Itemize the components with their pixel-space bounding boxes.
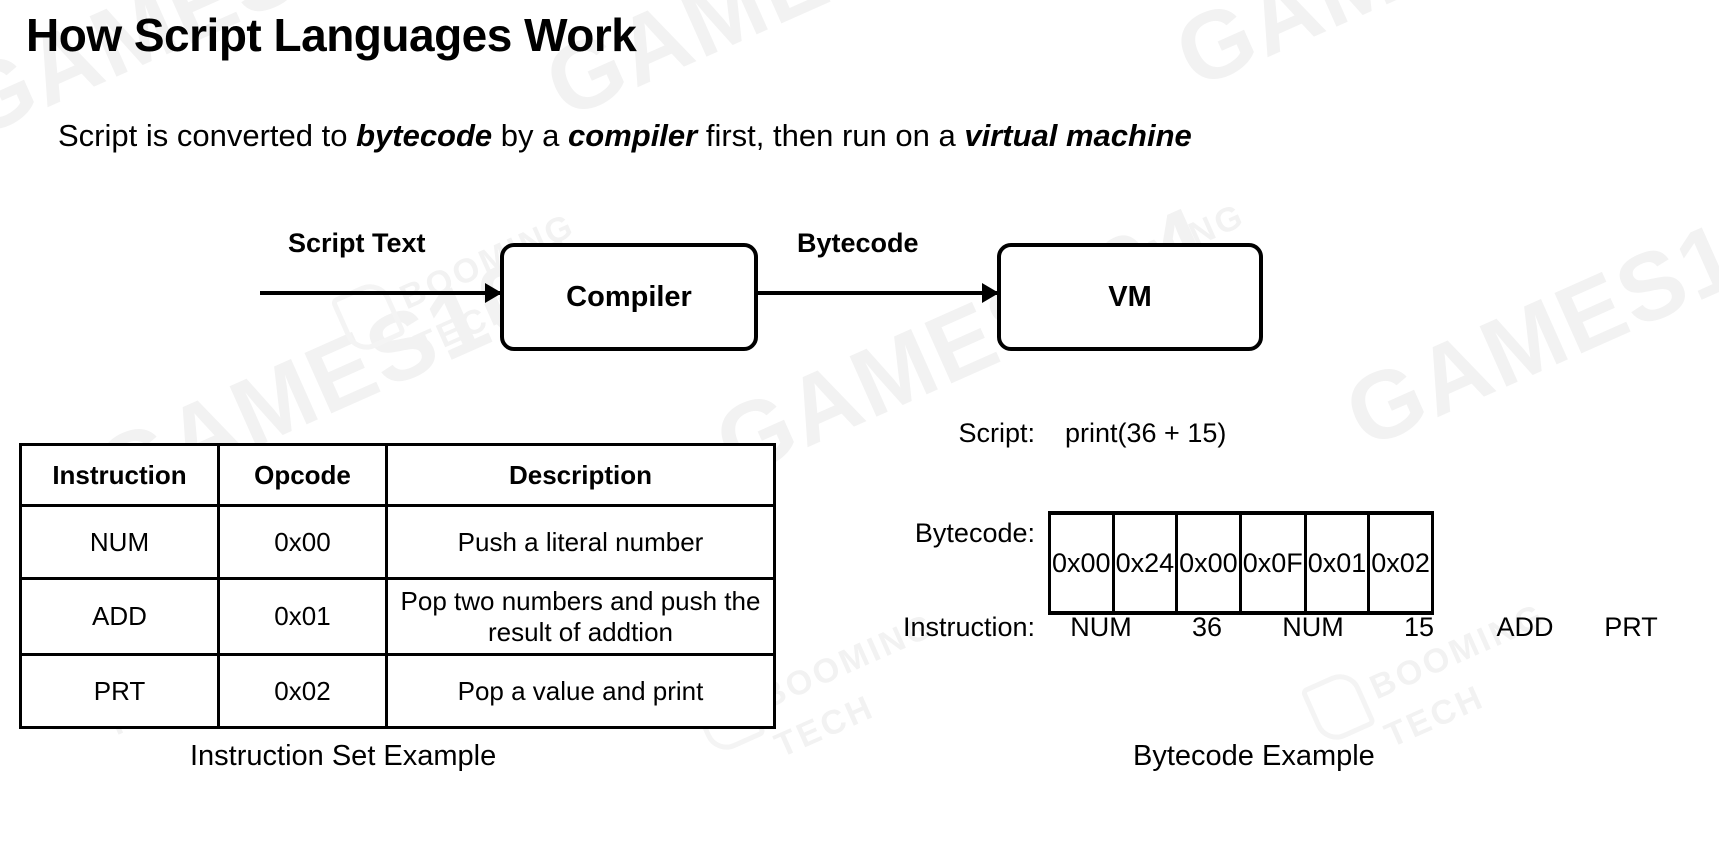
script-source-value: print(36 + 15) <box>1065 418 1227 448</box>
bytecode-cell: 0x24 <box>1111 511 1179 615</box>
watermark-games104: GAMES104 <box>1160 0 1687 110</box>
page-title: How Script Languages Work <box>26 9 637 61</box>
booming-logo-icon <box>1300 667 1377 747</box>
subtitle-emphasis-virtual-machine: virtual machine <box>964 118 1192 153</box>
subtitle-part-2: by a <box>492 118 569 153</box>
cell-description: Push a literal number <box>385 504 776 580</box>
instruction-cell: PRT <box>1604 612 1658 642</box>
subtitle-emphasis-bytecode: bytecode <box>356 118 493 153</box>
table-header-row: Instruction Opcode Description <box>19 443 776 507</box>
label-bytecode: Bytecode: <box>914 518 1035 548</box>
subtitle-part-3: first, then run on a <box>697 118 965 153</box>
instruction-set-table: Instruction Opcode Description NUM 0x00 … <box>19 443 776 730</box>
flow-diagram: Script Text Compiler Bytecode VM <box>0 205 1719 355</box>
instruction-cell: NUM <box>1070 612 1132 642</box>
instruction-cell: 36 <box>1191 612 1223 642</box>
flow-arrow-script-to-compiler <box>260 283 502 303</box>
cell-opcode: 0x01 <box>217 576 388 657</box>
flow-label-script-text: Script Text <box>288 228 426 258</box>
flow-label-bytecode: Bytecode <box>797 228 919 258</box>
cell-instruction: PRT <box>19 653 220 730</box>
caption-bytecode-example: Bytecode Example <box>1133 740 1375 772</box>
table-row: NUM 0x00 Push a literal number <box>19 504 776 580</box>
flow-node-vm-label: VM <box>1108 280 1152 313</box>
flow-node-compiler: Compiler <box>500 243 758 351</box>
cell-opcode: 0x00 <box>217 504 388 580</box>
cell-instruction: ADD <box>19 576 220 657</box>
label-script: Script: <box>958 418 1035 448</box>
bytecode-cell: 0x00 <box>1048 511 1115 615</box>
instruction-cell: NUM <box>1282 612 1344 642</box>
instruction-decode-row: NUM 36 NUM 15 ADD PRT <box>1048 612 1684 643</box>
subtitle-emphasis-compiler: compiler <box>568 118 698 153</box>
table-row: PRT 0x02 Pop a value and print <box>19 653 776 730</box>
flow-arrow-compiler-to-vm <box>755 283 999 303</box>
column-header-instruction: Instruction <box>19 443 220 507</box>
cell-description: Pop two numbers and push the result of a… <box>385 576 776 657</box>
column-header-opcode: Opcode <box>217 443 388 507</box>
watermark-company-line2: TECH <box>1379 677 1491 756</box>
label-instruction: Instruction: <box>902 612 1035 642</box>
bytecode-row: 0x00 0x24 0x00 0x0F 0x01 0x02 <box>1048 511 1434 615</box>
flow-node-compiler-label: Compiler <box>566 280 692 313</box>
caption-instruction-set: Instruction Set Example <box>190 740 497 772</box>
instruction-cell: ADD <box>1496 612 1554 642</box>
watermark-company-line2: TECH <box>769 687 881 766</box>
cell-instruction: NUM <box>19 504 220 580</box>
cell-opcode: 0x02 <box>217 653 388 730</box>
cell-description: Pop a value and print <box>385 653 776 730</box>
bytecode-cells-table: 0x00 0x24 0x00 0x0F 0x01 0x02 <box>1048 511 1434 615</box>
column-header-description: Description <box>385 443 776 507</box>
flow-node-vm: VM <box>997 243 1263 351</box>
bytecode-cell: 0x01 <box>1303 511 1371 615</box>
subtitle: Script is converted to bytecode by a com… <box>58 118 1192 154</box>
subtitle-part-1: Script is converted to <box>58 118 357 153</box>
table-row: ADD 0x01 Pop two numbers and push the re… <box>19 576 776 657</box>
instruction-cell: 15 <box>1403 612 1435 642</box>
bytecode-cell: 0x00 <box>1175 511 1242 615</box>
bytecode-cell: 0x0F <box>1238 511 1307 615</box>
bytecode-cell: 0x02 <box>1367 511 1434 615</box>
